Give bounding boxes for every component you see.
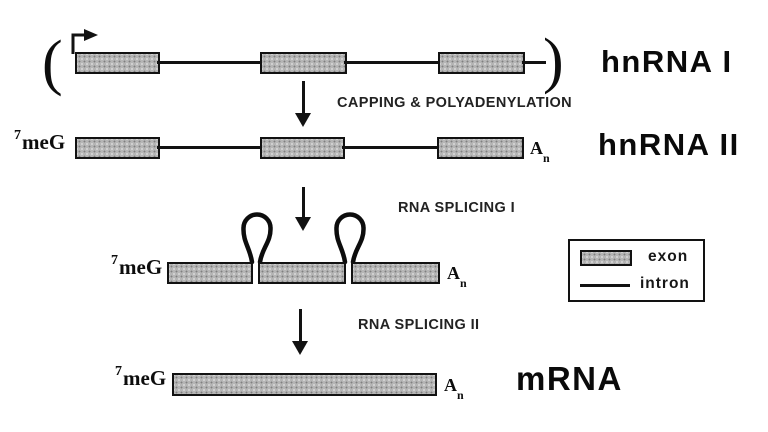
intron-line xyxy=(157,61,263,64)
process-label-capping-polyadenylation: CAPPING & POLYADENYLATION xyxy=(337,95,573,111)
label-mrna: mRNA xyxy=(516,360,623,397)
exon-box xyxy=(75,137,160,159)
polya-subscript: n xyxy=(543,150,550,165)
polya-base: A xyxy=(447,263,460,283)
polya-tail-label: An xyxy=(530,138,550,164)
lariat-loop-icon xyxy=(334,212,366,264)
polya-tail-label: An xyxy=(447,263,467,289)
polya-subscript: n xyxy=(457,387,464,402)
process-arrowhead-icon xyxy=(292,341,308,355)
process-label-rna-splicing-1: RNA SPLICING I xyxy=(398,200,516,216)
legend-intron-swatch xyxy=(580,284,630,287)
exon-box xyxy=(75,52,160,74)
label-hnrna1: hnRNA I xyxy=(601,44,733,79)
cap-label: 7meG xyxy=(115,364,167,390)
cap-superscript: 7 xyxy=(115,364,122,379)
lariat-loop-icon xyxy=(241,212,273,264)
cap-superscript: 7 xyxy=(111,253,118,268)
cap-label: 7meG xyxy=(14,128,66,154)
cap-label: 7meG xyxy=(111,253,163,279)
exon-box xyxy=(260,137,345,159)
close-paren: ) xyxy=(543,27,564,95)
label-hnrna2: hnRNA II xyxy=(598,127,740,162)
legend-exon-label: exon xyxy=(648,248,689,265)
legend-intron-label: intron xyxy=(640,275,690,292)
process-arrowhead-icon xyxy=(295,113,311,127)
exon-box xyxy=(351,262,440,284)
cap-base: meG xyxy=(119,255,163,279)
exon-box xyxy=(438,52,525,74)
legend: exon intron xyxy=(568,239,705,302)
legend-exon-swatch xyxy=(580,250,632,266)
process-arrow-icon xyxy=(299,309,302,342)
cap-base: meG xyxy=(123,366,167,390)
polya-tail-label: An xyxy=(444,375,464,401)
cap-superscript: 7 xyxy=(14,128,21,143)
transcription-start-icon xyxy=(71,29,98,54)
process-arrow-icon xyxy=(302,81,305,114)
process-arrowhead-icon xyxy=(295,217,311,231)
polya-base: A xyxy=(444,375,457,395)
intron-line xyxy=(522,61,546,64)
polya-subscript: n xyxy=(460,275,467,290)
polya-base: A xyxy=(530,138,543,158)
cap-base: meG xyxy=(22,130,66,154)
exon-box xyxy=(260,52,347,74)
exon-box xyxy=(437,137,524,159)
intron-line xyxy=(342,146,439,149)
process-label-rna-splicing-2: RNA SPLICING II xyxy=(358,317,480,333)
intron-line xyxy=(157,146,263,149)
open-paren: ( xyxy=(42,29,63,97)
intron-line xyxy=(344,61,440,64)
exon-box xyxy=(258,262,346,284)
exon-box xyxy=(172,373,437,396)
exon-box xyxy=(167,262,253,284)
process-arrow-icon xyxy=(302,187,305,218)
